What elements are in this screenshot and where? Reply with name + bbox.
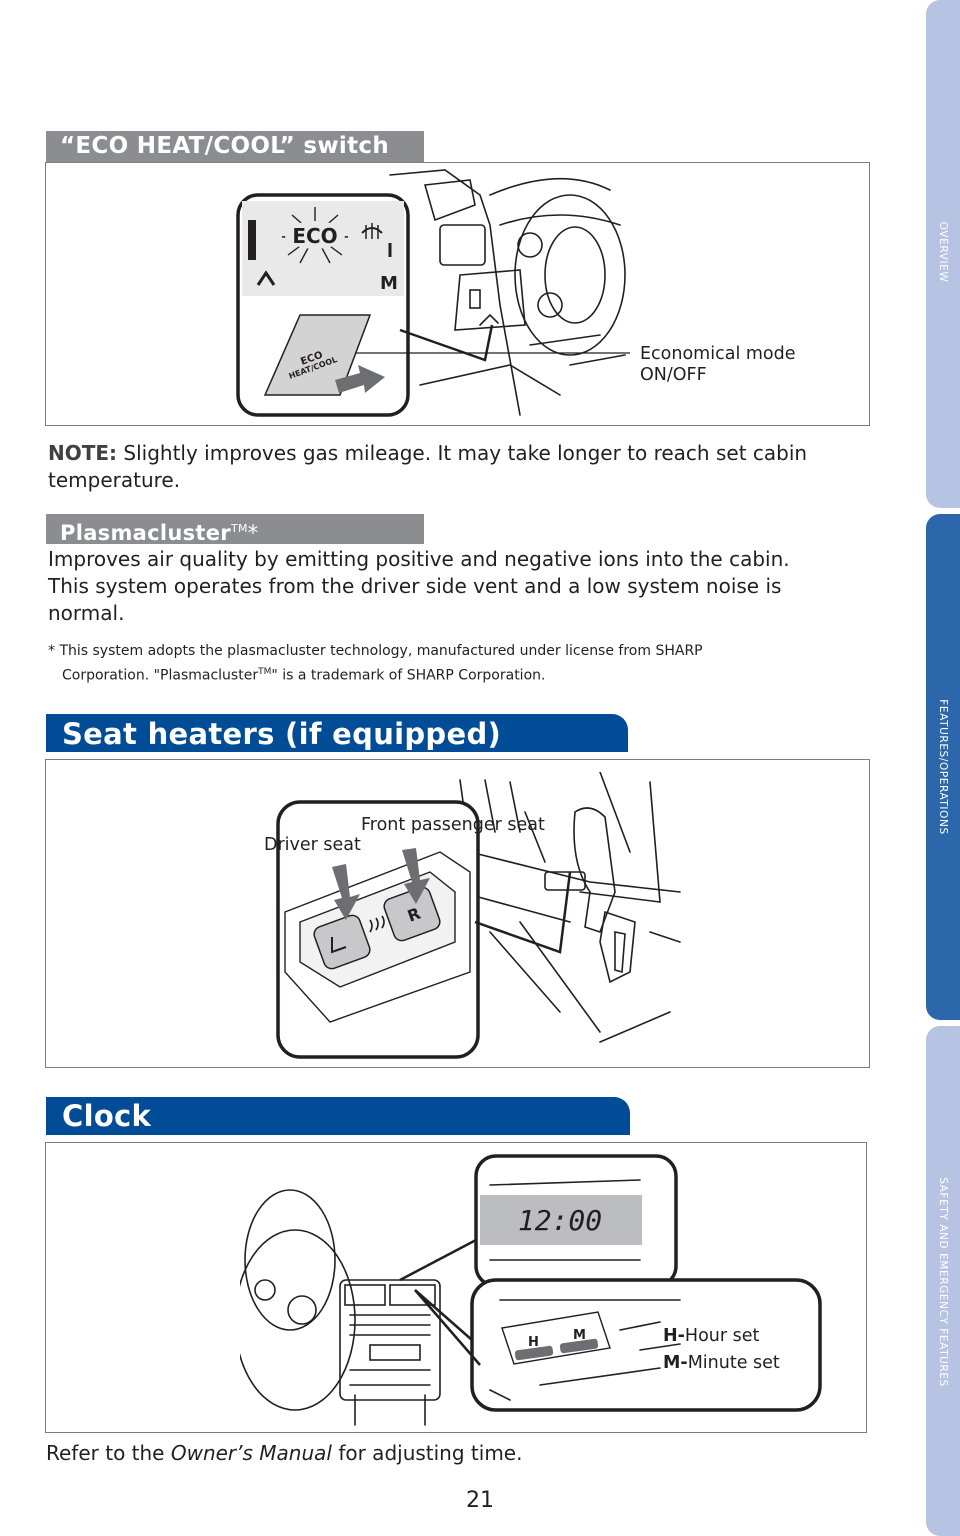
seat-label-driver: Driver seat — [264, 835, 361, 855]
plasma-foot-line2b: " is a trademark of SHARP Corporation. — [271, 667, 546, 684]
clock-display: 12:00 — [518, 1204, 602, 1237]
clock-h-key: H- — [663, 1326, 685, 1346]
seat-heading: Seat heaters (if equipped) — [46, 714, 628, 752]
eco-callout-line2: ON/OFF — [640, 365, 707, 385]
side-tab-features[interactable] — [926, 514, 960, 1020]
page-number: 21 — [466, 1488, 494, 1513]
clock-refer-b: for adjusting time. — [331, 1441, 523, 1465]
plasma-foot-line1: * This system adopts the plasmacluster t… — [48, 643, 703, 659]
plasma-foot-line2a: Corporation. "Plasmacluster — [62, 667, 259, 684]
clock-illustration: 12:00 H M — [240, 1154, 822, 1426]
eco-callout: Economical mode ON/OFF — [640, 344, 796, 386]
clock-h-text: Hour set — [684, 1326, 760, 1346]
clock-refer-italic: Owner’s Manual — [170, 1441, 332, 1465]
side-tab-safety-label: SAFETY AND EMERGENCY FEATURES — [937, 1177, 949, 1387]
seat-illustration: R — [276, 772, 681, 1059]
plasma-body: Improves air quality by emitting positiv… — [48, 546, 888, 627]
eco-heading: “ECO HEAT/COOL” switch — [46, 131, 424, 162]
plasma-heading-star: * — [247, 521, 259, 545]
eco-note-label: NOTE: — [48, 441, 118, 465]
side-tab-safety[interactable] — [926, 1026, 960, 1536]
plasma-heading: PlasmaclusterTM* — [46, 514, 424, 545]
plasma-heading-text: Plasmacluster — [60, 521, 231, 545]
clock-heading: Clock — [46, 1097, 630, 1135]
clock-m-text: Minute set — [687, 1353, 780, 1373]
eco-inset-m: M — [380, 273, 398, 294]
clock-m-key: M- — [663, 1353, 688, 1373]
side-tab-features-label: FEATURES/OPERATIONS — [937, 699, 949, 835]
plasma-heading-tm: TM — [230, 522, 248, 535]
seat-illustration-box — [45, 759, 870, 1068]
clock-refer-a: Refer to the — [46, 1441, 171, 1465]
clock-illustration-box — [45, 1142, 867, 1433]
plasma-body-line1: Improves air quality by emitting positiv… — [48, 547, 790, 571]
clock-btn-m: M — [573, 1328, 586, 1343]
side-tab-overview[interactable] — [926, 0, 960, 508]
side-tab-overview-label: OVERVIEW — [937, 221, 949, 283]
clock-refer: Refer to the Owner’s Manual for adjustin… — [46, 1440, 522, 1467]
seat-btn-r: R — [405, 904, 423, 926]
eco-illustration-box — [45, 162, 870, 426]
eco-illustration: ECO M ECO HEAT/COOL — [236, 169, 630, 417]
clock-legend: H-Hour set M-Minute set — [663, 1323, 780, 1377]
plasma-body-line2: This system operates from the driver sid… — [48, 574, 782, 598]
eco-note: NOTE: Slightly improves gas mileage. It … — [48, 440, 878, 494]
eco-inset-text: ECO — [292, 224, 337, 248]
eco-note-text2: temperature. — [48, 468, 181, 492]
plasma-body-line3: normal. — [48, 601, 125, 625]
plasma-foot-tm: TM — [258, 667, 272, 677]
plasma-footnote: * This system adopts the plasmacluster t… — [48, 641, 888, 687]
eco-note-text: Slightly improves gas mileage. It may ta… — [117, 441, 808, 465]
seat-label-passenger: Front passenger seat — [361, 815, 545, 835]
eco-callout-line1: Economical mode — [640, 344, 796, 364]
clock-btn-h: H — [528, 1335, 539, 1350]
